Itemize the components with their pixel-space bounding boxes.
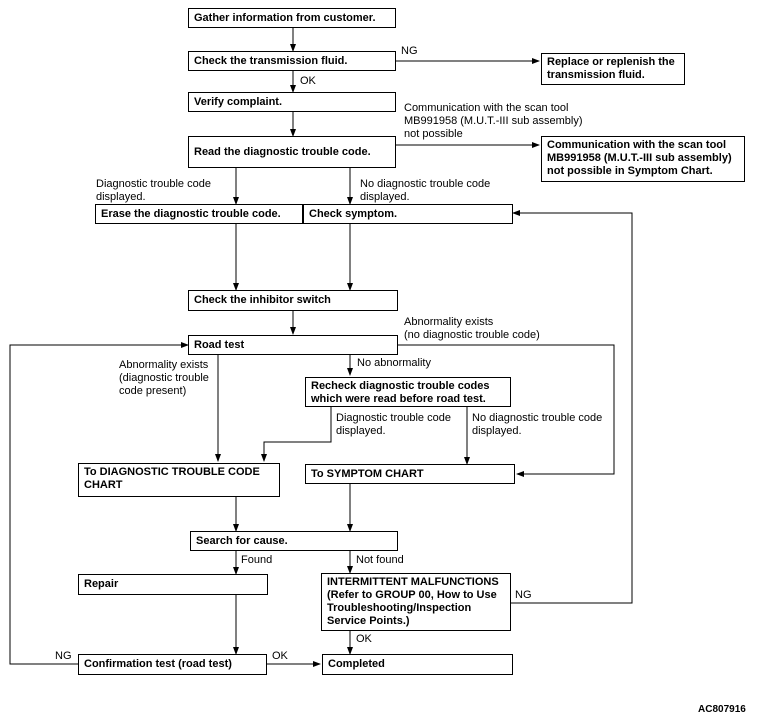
figure-code: AC807916 (698, 704, 746, 715)
read-dtc-box: Read the diagnostic trouble code. (188, 136, 396, 168)
symptom-chart-box: To SYMPTOM CHART (305, 464, 515, 484)
ng-label-confirm: NG (55, 650, 72, 662)
confirmation-test-box: Confirmation test (road test) (78, 654, 267, 675)
abnormality-no-dtc-label: Abnormality exists (no diagnostic troubl… (404, 316, 540, 341)
arrow-road-to-symptom-chart (396, 344, 615, 477)
gather-info-box: Gather information from customer. (188, 8, 396, 28)
not-found-label: Not found (356, 554, 404, 566)
inhibitor-switch-box: Check the inhibitor switch (188, 290, 398, 311)
no-dtc-displayed-label-2: No diagnostic trouble code displayed. (472, 412, 603, 437)
search-cause-box: Search for cause. (190, 531, 398, 551)
ok-label-confirm: OK (272, 650, 288, 662)
found-label: Found (241, 554, 273, 566)
repair-box: Repair (78, 574, 268, 595)
no-abnormality-label: No abnormality (357, 357, 431, 369)
road-test-box: Road test (188, 335, 398, 355)
erase-dtc-box: Erase the diagnostic trouble code. (95, 204, 303, 224)
arrow-confirm-to-road (9, 342, 189, 665)
arrow-recheck-to-dtc-chart (261, 407, 332, 462)
comm-not-possible-box: Communication with the scan tool MB99195… (541, 136, 745, 182)
recheck-dtc-box: Recheck diagnostic trouble codes which w… (305, 377, 511, 407)
ok-label-fluid: OK (300, 75, 316, 87)
replace-fluid-box: Replace or replenish the transmission fl… (541, 53, 685, 85)
dtc-chart-box: To DIAGNOSTIC TROUBLE CODE CHART (78, 463, 280, 497)
check-fluid-box: Check the transmission fluid. (188, 51, 396, 71)
verify-complaint-box: Verify complaint. (188, 92, 396, 112)
check-symptom-box: Check symptom. (303, 204, 513, 224)
ng-label-intermittent: NG (515, 589, 532, 601)
ok-label-intermittent: OK (356, 633, 372, 645)
intermittent-box: INTERMITTENT MALFUNCTIONS (Refer to GROU… (321, 573, 511, 631)
ng-label-fluid: NG (401, 45, 418, 57)
abnormality-dtc-present-label: Abnormality exists (diagnostic trouble c… (119, 359, 209, 397)
no-dtc-displayed-label-1: No diagnostic trouble code displayed. (360, 178, 491, 203)
completed-box: Completed (322, 654, 513, 675)
arrow-intermittent-to-symptom (511, 210, 633, 604)
comm-not-possible-label: Communication with the scan tool MB99195… (404, 102, 583, 140)
dtc-displayed-label-1: Diagnostic trouble code displayed. (96, 178, 211, 203)
dtc-displayed-label-2: Diagnostic trouble code displayed. (336, 412, 451, 437)
